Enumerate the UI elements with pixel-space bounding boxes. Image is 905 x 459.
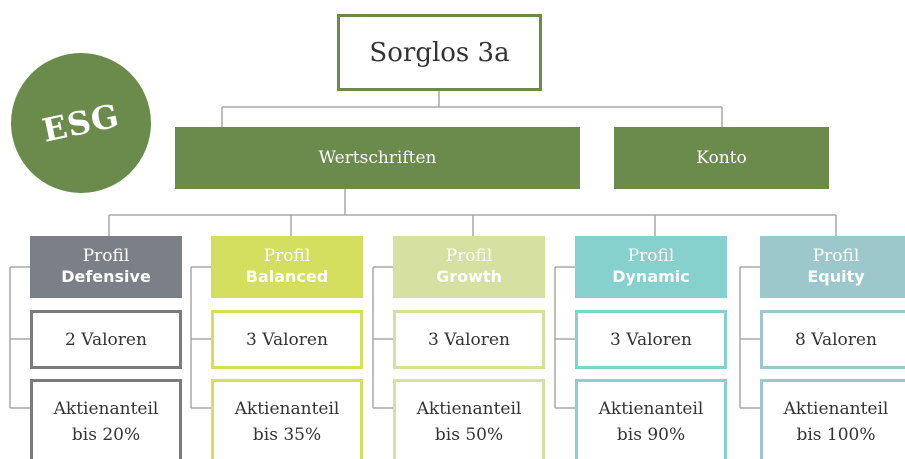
profile-name: Growth bbox=[436, 267, 502, 286]
aktienanteil-label: Aktienanteil bbox=[53, 399, 159, 419]
aktienanteil-label: Aktienanteil bbox=[598, 399, 704, 419]
profile-prefix: Profil bbox=[263, 246, 311, 266]
profile-name: Equity bbox=[807, 267, 865, 286]
aktienanteil-box-growth: Aktienanteil bis 50% bbox=[393, 379, 545, 459]
root-label: Sorglos 3a bbox=[369, 37, 510, 68]
root-node: Sorglos 3a bbox=[337, 14, 542, 91]
valoren-box-balanced: 3 Valoren bbox=[211, 310, 363, 369]
aktienanteil-value: bis 90% bbox=[616, 425, 686, 445]
esg-badge-label: ESG bbox=[38, 96, 124, 150]
wertschriften-node: Wertschriften bbox=[175, 127, 580, 189]
valoren-box-defensive: 2 Valoren bbox=[30, 310, 182, 369]
aktienanteil-label: Aktienanteil bbox=[234, 399, 340, 419]
profile-header-equity: Profil Equity bbox=[760, 236, 905, 298]
aktienanteil-value: bis 20% bbox=[71, 425, 141, 445]
profile-header-defensive: Profil Defensive bbox=[30, 236, 182, 298]
profile-name: Dynamic bbox=[612, 267, 690, 286]
esg-badge: ESG bbox=[11, 53, 151, 193]
aktienanteil-box-equity: Aktienanteil bis 100% bbox=[760, 379, 905, 459]
valoren-label: 3 Valoren bbox=[246, 329, 328, 350]
aktienanteil-box-dynamic: Aktienanteil bis 90% bbox=[575, 379, 727, 459]
valoren-box-growth: 3 Valoren bbox=[393, 310, 545, 369]
valoren-label: 2 Valoren bbox=[65, 329, 147, 350]
valoren-box-equity: 8 Valoren bbox=[760, 310, 905, 369]
profile-name: Balanced bbox=[245, 267, 329, 286]
konto-node: Konto bbox=[614, 127, 829, 189]
profile-prefix: Profil bbox=[627, 246, 675, 266]
profile-prefix: Profil bbox=[445, 246, 493, 266]
aktienanteil-label: Aktienanteil bbox=[416, 399, 522, 419]
profile-header-growth: Profil Growth bbox=[393, 236, 545, 298]
aktienanteil-value: bis 100% bbox=[796, 425, 876, 445]
aktienanteil-box-balanced: Aktienanteil bis 35% bbox=[211, 379, 363, 459]
valoren-label: 3 Valoren bbox=[428, 329, 510, 350]
profile-header-balanced: Profil Balanced bbox=[211, 236, 363, 298]
valoren-label: 3 Valoren bbox=[610, 329, 692, 350]
profile-prefix: Profil bbox=[812, 246, 860, 266]
aktienanteil-value: bis 50% bbox=[434, 425, 504, 445]
valoren-label: 8 Valoren bbox=[795, 329, 877, 350]
aktienanteil-label: Aktienanteil bbox=[783, 399, 889, 419]
profile-name: Defensive bbox=[61, 267, 151, 286]
profile-prefix: Profil bbox=[82, 246, 130, 266]
valoren-box-dynamic: 3 Valoren bbox=[575, 310, 727, 369]
profile-header-dynamic: Profil Dynamic bbox=[575, 236, 727, 298]
aktienanteil-box-defensive: Aktienanteil bis 20% bbox=[30, 379, 182, 459]
konto-label: Konto bbox=[696, 148, 747, 168]
aktienanteil-value: bis 35% bbox=[252, 425, 322, 445]
wertschriften-label: Wertschriften bbox=[318, 148, 437, 168]
